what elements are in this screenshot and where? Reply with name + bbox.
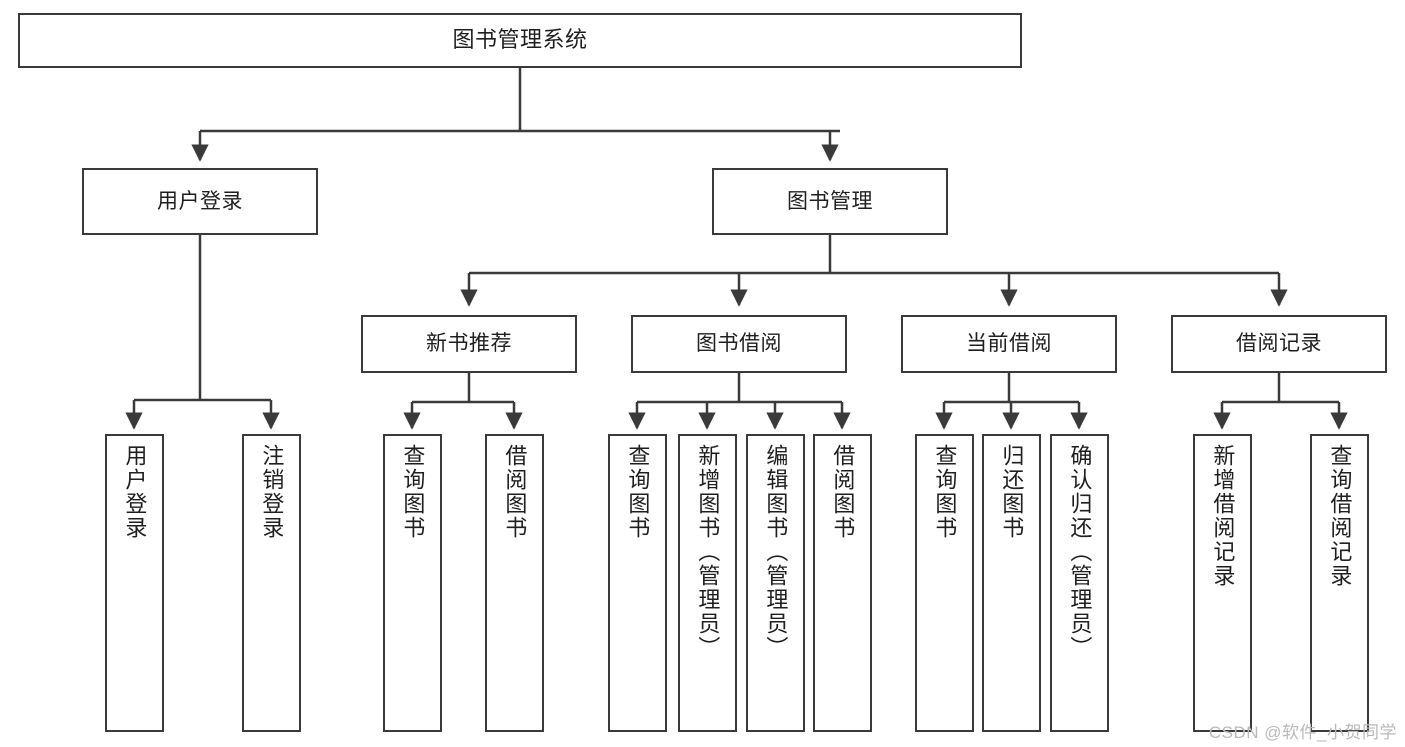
leaf-record-query-record[interactable]: 查询借阅记录 [1310, 434, 1369, 732]
leaf-user-login-login[interactable]: 用户登录 [105, 434, 164, 732]
node-borrow-record[interactable]: 借阅记录 [1171, 315, 1387, 373]
node-current-borrow[interactable]: 当前借阅 [901, 315, 1117, 373]
node-label: 查询图书 [625, 444, 651, 540]
node-label: 图书管理 [787, 189, 873, 213]
node-book-management[interactable]: 图书管理 [712, 168, 948, 235]
leaf-current-confirm-return-admin[interactable]: 确认归还（管理员） [1050, 434, 1109, 732]
node-label: 新增图书（管理员） [695, 444, 721, 660]
node-label: 图书借阅 [696, 332, 782, 356]
node-label: 编辑图书（管理员） [763, 444, 789, 660]
node-label: 新增借阅记录 [1210, 444, 1236, 588]
leaf-current-return-book[interactable]: 归还图书 [982, 434, 1041, 732]
leaf-borrow-borrow-book[interactable]: 借阅图书 [813, 434, 872, 732]
leaf-borrow-edit-book-admin[interactable]: 编辑图书（管理员） [746, 434, 805, 732]
node-label: 当前借阅 [966, 332, 1052, 356]
node-label: 新书推荐 [426, 332, 512, 356]
node-label: 借阅图书 [502, 444, 528, 540]
leaf-borrow-add-book-admin[interactable]: 新增图书（管理员） [678, 434, 737, 732]
watermark: CSDN @软件_小贺同学 [1208, 723, 1397, 742]
leaf-recommend-query-book[interactable]: 查询图书 [383, 434, 442, 732]
node-label: 查询图书 [932, 444, 958, 540]
leaf-current-query-book[interactable]: 查询图书 [915, 434, 974, 732]
node-book-borrow[interactable]: 图书借阅 [631, 315, 847, 373]
node-user-login[interactable]: 用户登录 [82, 168, 318, 235]
node-label: 用户登录 [157, 189, 243, 213]
node-label: 查询借阅记录 [1327, 444, 1353, 588]
node-label: 注销登录 [259, 444, 285, 540]
leaf-user-login-logout[interactable]: 注销登录 [242, 434, 301, 732]
node-new-book-recommend[interactable]: 新书推荐 [361, 315, 577, 373]
node-label: 查询图书 [400, 444, 426, 540]
leaf-borrow-query-book[interactable]: 查询图书 [608, 434, 667, 732]
node-root[interactable]: 图书管理系统 [18, 13, 1022, 68]
node-label: 借阅图书 [830, 444, 856, 540]
leaf-recommend-borrow-book[interactable]: 借阅图书 [485, 434, 544, 732]
node-label: 确认归还（管理员） [1067, 444, 1093, 660]
node-label: 归还图书 [999, 444, 1025, 540]
node-label: 用户登录 [122, 444, 148, 540]
node-label: 图书管理系统 [452, 27, 588, 53]
node-label: 借阅记录 [1236, 332, 1322, 356]
leaf-record-add-record[interactable]: 新增借阅记录 [1193, 434, 1252, 732]
